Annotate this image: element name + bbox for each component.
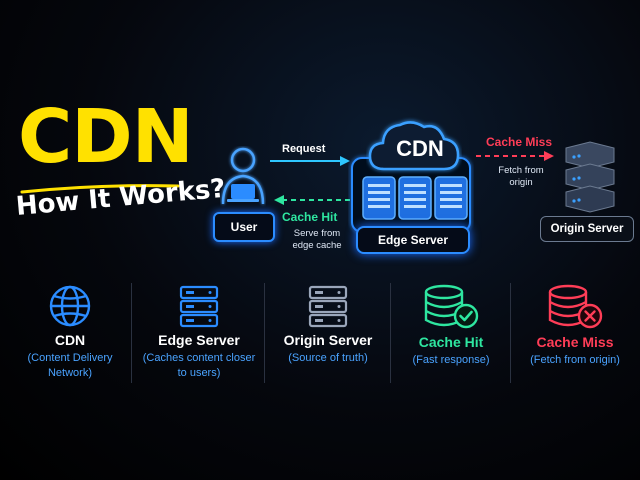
request-label: Request xyxy=(282,143,326,155)
cache-hit-arrow xyxy=(274,195,350,205)
legend-item-cache-hit: Cache Hit (Fast response) xyxy=(396,284,506,368)
legend-divider-2 xyxy=(264,283,265,383)
legend-divider-3 xyxy=(390,283,391,383)
legend-title: CDN xyxy=(54,332,86,348)
cache-hit-label: Cache Hit xyxy=(282,210,338,224)
request-arrow xyxy=(270,156,350,166)
legend-title: Cache Hit xyxy=(418,334,484,350)
legend-desc: (Fast response) xyxy=(412,354,490,366)
cache-miss-desc: Fetch from origin xyxy=(498,165,544,188)
legend-item-cdn: CDN (Content Delivery Network) xyxy=(10,284,130,381)
cdn-cloud-icon xyxy=(368,121,460,171)
globe-icon xyxy=(49,285,91,327)
legend-desc: (Source of truth) xyxy=(288,352,368,364)
cache-hit-desc: Serve from edge cache xyxy=(292,228,342,251)
edge-server-rack-2 xyxy=(398,176,432,220)
legend-title: Origin Server xyxy=(283,332,373,348)
legend-item-origin-server: Origin Server (Source of truth) xyxy=(270,284,386,366)
server-icon xyxy=(179,285,219,328)
origin-server-label-box: Origin Server xyxy=(540,216,634,242)
title-main: CDN xyxy=(18,94,194,180)
edge-server-label-box: Edge Server xyxy=(356,226,470,254)
cdn-label: CDN xyxy=(396,136,444,161)
server-icon xyxy=(308,285,348,328)
user-label-box: User xyxy=(213,212,275,242)
legend-divider-4 xyxy=(510,283,511,383)
database-check-icon xyxy=(424,284,479,329)
database-x-icon xyxy=(548,284,603,329)
legend-item-cache-miss: Cache Miss (Fetch from origin) xyxy=(516,284,634,368)
legend-desc: (Content Delivery Network) xyxy=(27,352,113,379)
cache-miss-arrow xyxy=(476,151,554,161)
legend-title: Edge Server xyxy=(158,332,240,348)
cache-miss-label: Cache Miss xyxy=(486,135,553,149)
user-icon xyxy=(221,147,265,205)
legend-divider-1 xyxy=(131,283,132,383)
title-subtitle: How It Works? xyxy=(14,173,227,222)
edge-server-rack-3 xyxy=(434,176,468,220)
edge-server-rack-1 xyxy=(362,176,396,220)
legend-title: Cache Miss xyxy=(536,334,614,350)
origin-server-icon xyxy=(565,141,615,213)
legend-item-edge-server: Edge Server (Caches content closer to us… xyxy=(140,284,258,381)
title-underline xyxy=(20,184,180,194)
legend-desc: (Fetch from origin) xyxy=(530,354,620,366)
legend-desc: (Caches content closer to users) xyxy=(142,352,256,379)
